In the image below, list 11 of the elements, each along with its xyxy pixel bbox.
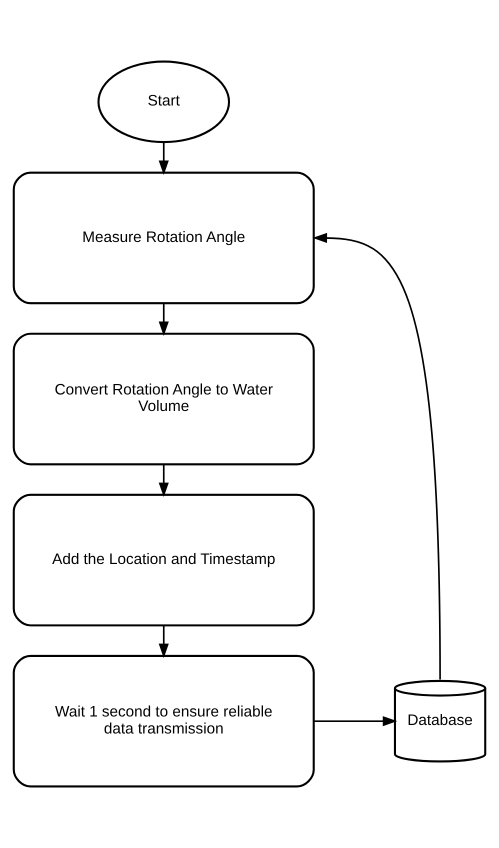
- node-box: Add the Location and Timestamp: [12, 494, 315, 626]
- node-box: Measure Rotation Angle: [12, 172, 315, 304]
- arrow: [158, 303, 169, 336]
- node-box: Wait 1 second to ensure reliable data transmission: [12, 654, 315, 788]
- node-box: Convert Rotation Angle to Water Volume: [12, 332, 315, 466]
- arrow: [312, 232, 441, 680]
- arrow: [314, 716, 398, 726]
- arrow: [158, 464, 169, 498]
- arrow: [158, 625, 169, 658]
- arrow: [158, 142, 169, 175]
- node-ellipse: Start: [97, 60, 230, 144]
